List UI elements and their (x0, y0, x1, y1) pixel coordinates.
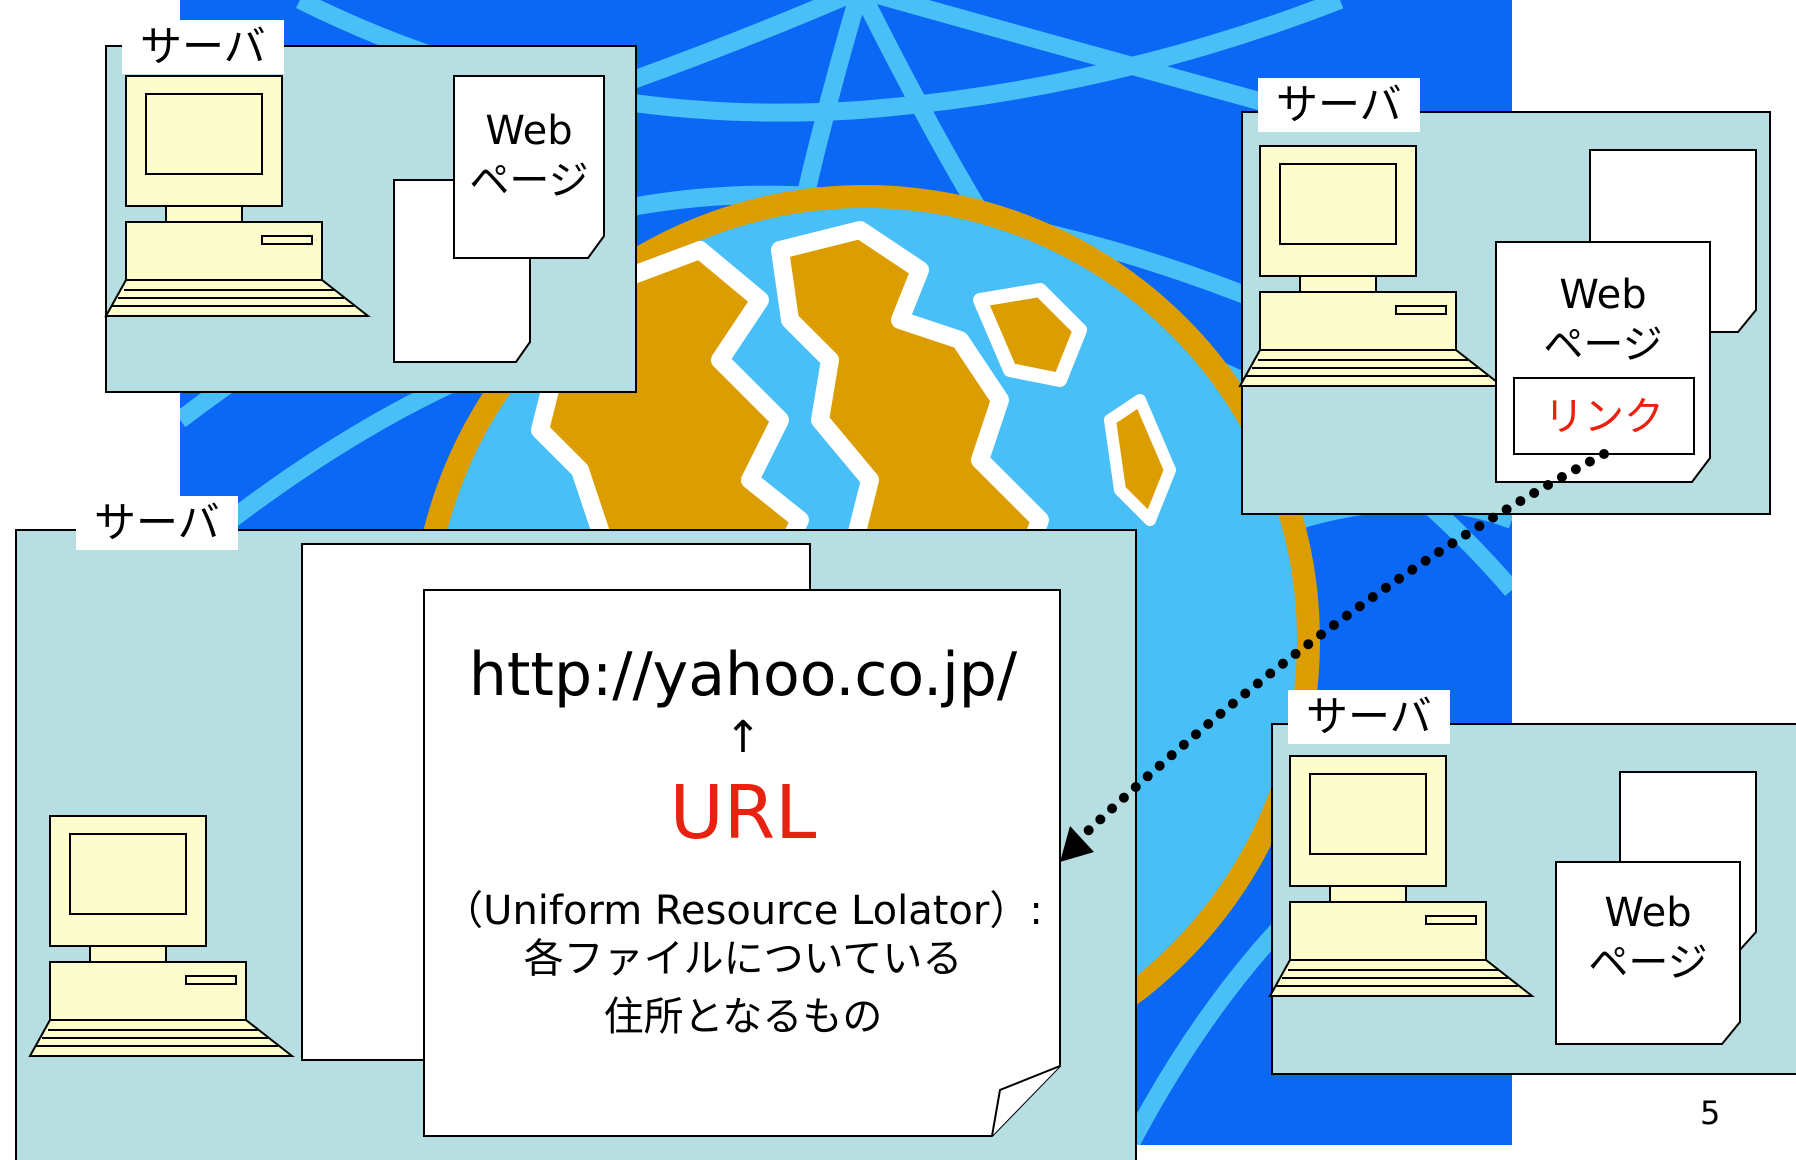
page-number: 5 (1700, 1094, 1721, 1132)
server-top-left (105, 45, 637, 393)
url-abbreviation: URL (669, 770, 817, 856)
server-bottom-left (15, 529, 1137, 1160)
server-label: サーバ (1288, 690, 1450, 744)
webpage-line1: Web (1559, 272, 1647, 318)
server-label: サーバ (122, 20, 284, 74)
webpage-line2: ページ (1588, 940, 1708, 986)
url-description-line2: 住所となるもの (603, 994, 883, 1040)
up-arrow-icon: ↑ (724, 712, 762, 763)
webpage-line1: Web (1604, 890, 1692, 936)
webpage-text: Web ページ (1496, 270, 1710, 370)
server-label: サーバ (1258, 78, 1420, 132)
url-address: http://yahoo.co.jp/ (468, 640, 1018, 710)
webpage-line2: ページ (469, 158, 589, 204)
link-label: リンク (1544, 394, 1664, 440)
page-curl (991, 1065, 1061, 1137)
webpage-line1: Web (485, 108, 573, 154)
server-label: サーバ (76, 496, 238, 550)
server-top-right (1239, 111, 1771, 515)
url-description: 各ファイルについている 住所となるもの (428, 930, 1058, 1046)
webpage-line2: ページ (1543, 322, 1663, 368)
document-icon (1555, 861, 1741, 1045)
webpage-text: Web ページ (454, 106, 604, 206)
url-description-line1: 各ファイルについている (523, 936, 963, 982)
document-icon (453, 75, 605, 259)
link-arrow (1060, 449, 1609, 862)
url-full-name: （Uniform Resource Lolator）: (443, 888, 1043, 934)
webpage-text: Web ページ (1556, 888, 1740, 988)
server-bottom-right (1269, 723, 1796, 1075)
link-box (1513, 377, 1695, 455)
